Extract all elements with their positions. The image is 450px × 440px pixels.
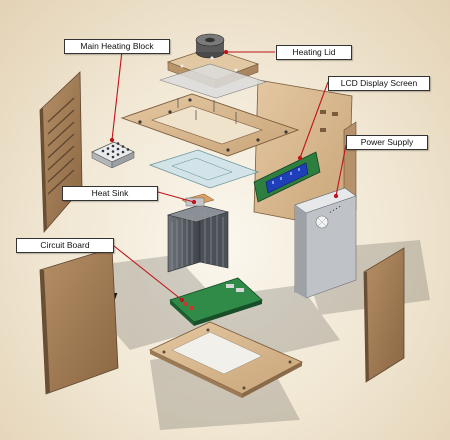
label-main-heating-block: Main Heating Block bbox=[64, 39, 170, 54]
label-heat-sink: Heat Sink bbox=[62, 186, 158, 201]
callout-lines bbox=[109, 49, 347, 303]
svg-text:• • • •: • • • • bbox=[328, 204, 342, 215]
label-lcd-display-screen: LCD Display Screen bbox=[328, 76, 430, 91]
label-power-supply: Power Supply bbox=[346, 135, 428, 150]
label-heating-lid: Heating Lid bbox=[276, 45, 352, 60]
back-panel bbox=[253, 79, 353, 231]
base-plate bbox=[148, 321, 304, 398]
heat-sink-assembly bbox=[166, 193, 230, 273]
acrylic-middle-plate bbox=[148, 149, 260, 189]
main-heating-block bbox=[91, 141, 135, 169]
right-front-side-panel bbox=[363, 247, 405, 383]
lcd-display-module bbox=[253, 151, 321, 203]
wooden-mid-plate bbox=[120, 93, 300, 157]
power-supply-unit: • • • • bbox=[294, 187, 357, 299]
left-rear-side-panel bbox=[39, 71, 83, 234]
left-front-side-panel bbox=[39, 247, 119, 395]
circuit-board-pcb bbox=[92, 277, 263, 326]
label-circuit-board: Circuit Board bbox=[16, 238, 114, 253]
heating-lid-assembly bbox=[159, 33, 267, 99]
